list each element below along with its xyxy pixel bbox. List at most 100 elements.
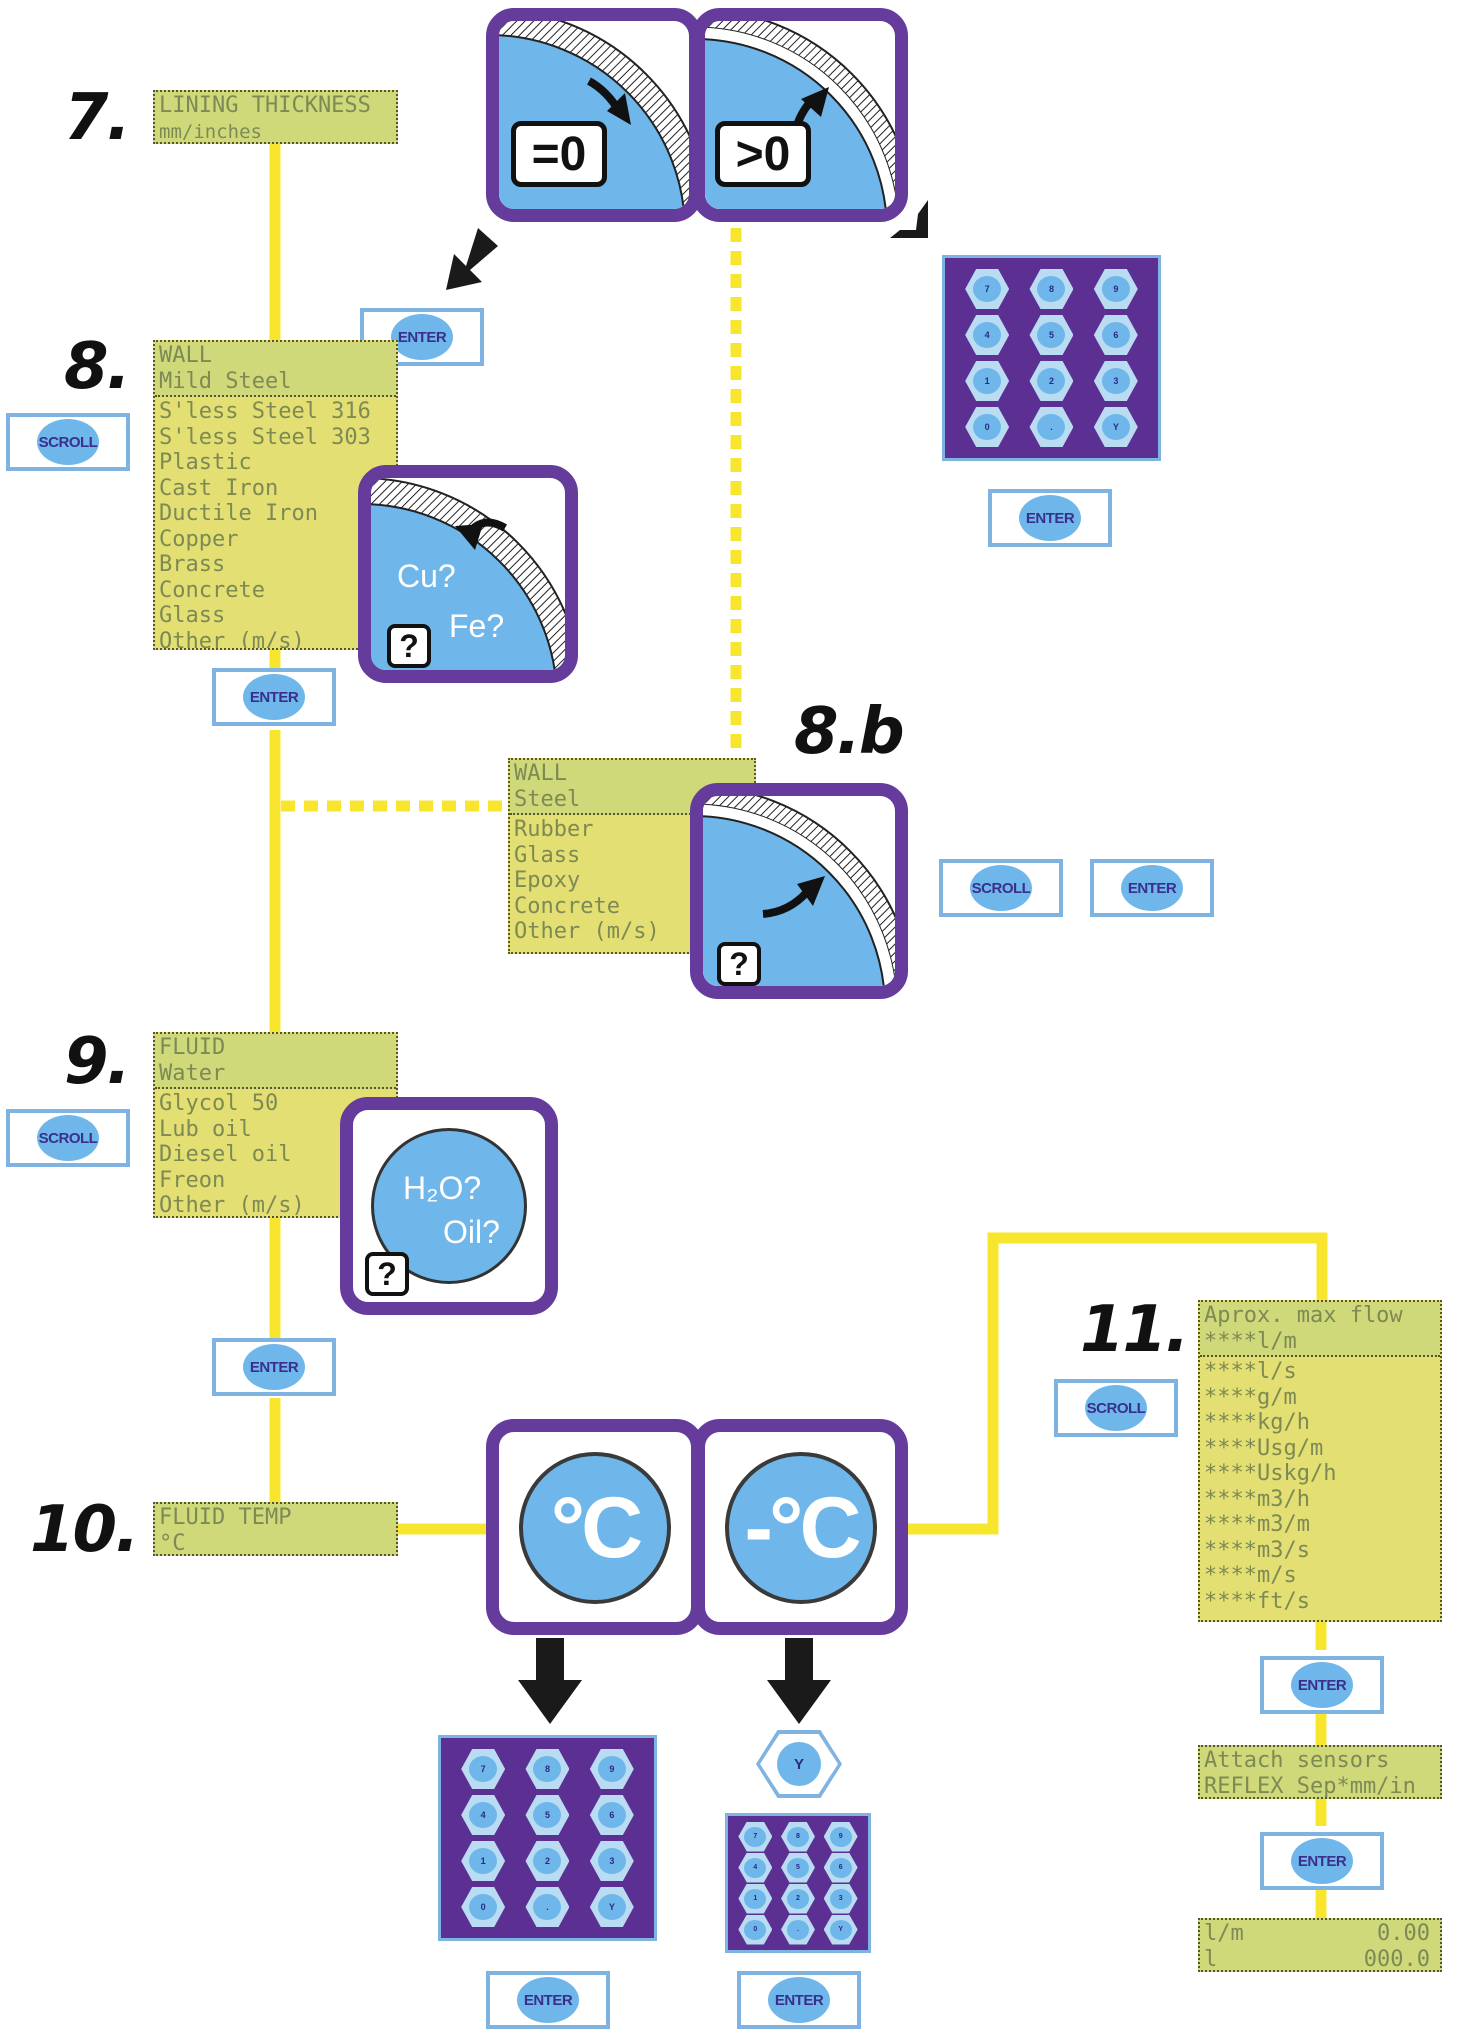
key-decimal[interactable]: . [515,1884,579,1930]
copper-hint-text: Cu? [397,558,456,594]
enter-label: ENTER [1291,1838,1353,1884]
lcd-header: FLUID Water [155,1034,396,1089]
key-1[interactable]: 1 [734,1883,777,1914]
down-arrow-negative-celsius-icon [767,1638,831,1724]
key-5[interactable]: 5 [1019,312,1083,358]
key-2[interactable]: 2 [515,1838,579,1884]
key-6[interactable]: 6 [1084,312,1148,358]
numeric-keypad-lining: 7 8 9 4 5 6 1 2 3 0 . Y [942,255,1161,461]
key-9[interactable]: 9 [819,1821,862,1852]
enter-button-wall[interactable]: ENTER [212,668,336,726]
keypad-grid: 7 8 9 4 5 6 1 2 3 0 . Y [955,266,1148,450]
enter-label: ENTER [391,314,453,360]
lcd-options: ****l/s ****g/m ****kg/h ****Usg/m ****U… [1200,1357,1440,1616]
enter-button-max-flow[interactable]: ENTER [1260,1656,1384,1714]
flow-rate-value: 0.00 [1377,1921,1430,1946]
enter-button-fluid[interactable]: ENTER [212,1338,336,1396]
help-icon: ? [365,1252,409,1296]
key-3[interactable]: 3 [819,1883,862,1914]
key-9[interactable]: 9 [1084,266,1148,312]
key-5[interactable]: 5 [777,1852,820,1883]
enter-button-negative-celsius[interactable]: ENTER [737,1971,861,2029]
lcd-header: Aprox. max flow ****l/m [1200,1302,1440,1357]
key-3[interactable]: 3 [1084,358,1148,404]
key-8[interactable]: 8 [777,1821,820,1852]
lcd-option: Glycol 50 [159,1091,279,1116]
scroll-button-wall[interactable]: SCROLL [6,413,130,471]
key-4[interactable]: 4 [955,312,1019,358]
lcd-option: Cast Iron [159,475,279,501]
scroll-label: SCROLL [37,1115,99,1161]
lcd-line: °C_ [159,1531,392,1555]
lcd-option: ****ft/s [1204,1588,1310,1614]
key-yes[interactable]: Y [1084,404,1148,450]
positive-value-label: >0 [715,121,811,187]
key-8[interactable]: 8 [1019,266,1083,312]
lcd-text: mm/inches [159,120,262,143]
key-yes[interactable]: Y [819,1914,862,1945]
attach-sensors-display: Attach sensors REFLEX Sep*mm/in [1198,1745,1442,1799]
key-4[interactable]: 4 [451,1792,515,1838]
key-6[interactable]: 6 [819,1852,862,1883]
lcd-line: LINING THICKNESS [159,93,371,118]
arrow-to-enter-icon [446,228,498,290]
volume-value: 000.0 [1363,1946,1430,1972]
lcd-options: Rubber Glass Epoxy Concrete Other (m/s) [510,815,754,947]
key-0[interactable]: 0 [451,1884,515,1930]
scroll-button-lining-material[interactable]: SCROLL [939,859,1063,917]
lcd-option: ****m3/s [1204,1537,1310,1563]
enter-button-lining-keypad[interactable]: ENTER [988,489,1112,547]
lining-zero-option[interactable]: =0 [486,8,702,222]
keypad-grid: 7 8 9 4 5 6 1 2 3 0 . Y [451,1746,644,1930]
lining-positive-option[interactable]: >0 [692,8,908,222]
key-9[interactable]: 9 [580,1746,644,1792]
key-2[interactable]: 2 [1019,358,1083,404]
wall-material-display: WALL Mild Steel S'less Steel 316 S'less … [153,340,398,650]
lcd-option: ****l/s [1204,1359,1297,1384]
key-7[interactable]: 7 [451,1746,515,1792]
lcd-cursor: _ [372,118,386,144]
key-3[interactable]: 3 [580,1838,644,1884]
lining-material-hint: ? [690,783,908,999]
key-decimal[interactable]: . [777,1914,820,1945]
key-6[interactable]: 6 [580,1792,644,1838]
key-5[interactable]: 5 [515,1792,579,1838]
lcd-option: Other (m/s) [159,1193,305,1218]
key-7[interactable]: 7 [734,1821,777,1852]
lcd-option: ****m3/m [1204,1512,1310,1537]
key-8[interactable]: 8 [515,1746,579,1792]
key-0[interactable]: 0 [955,404,1019,450]
negative-temp-option[interactable]: -°C [692,1419,908,1635]
enter-button-lining-material[interactable]: ENTER [1090,859,1214,917]
enter-label: ENTER [768,1977,830,2023]
help-icon: ? [387,624,431,668]
key-0[interactable]: 0 [734,1914,777,1945]
down-arrow-celsius-icon [518,1638,582,1724]
lcd-option: ****m/s [1204,1563,1297,1588]
key-1[interactable]: 1 [451,1838,515,1884]
key-1[interactable]: 1 [955,358,1019,404]
lcd-line: Mild Steel [159,368,292,394]
yes-key[interactable]: Y [756,1730,842,1798]
key-7[interactable]: 7 [955,266,1019,312]
lcd-option: Plastic [159,450,252,475]
key-4[interactable]: 4 [734,1852,777,1883]
key-2[interactable]: 2 [777,1883,820,1914]
step-number-11: 11. [1080,1293,1189,1367]
key-decimal[interactable]: . [1019,404,1083,450]
positive-temp-option[interactable]: °C [486,1419,704,1635]
enter-button-celsius[interactable]: ENTER [486,1971,610,2029]
key-yes[interactable]: Y [580,1884,644,1930]
fluid-hint: H₂O? Oil? ? [340,1097,558,1315]
lcd-option: ****Uskg/h [1204,1461,1337,1486]
scroll-button-fluid[interactable]: SCROLL [6,1109,130,1167]
scroll-button-max-flow[interactable]: SCROLL [1054,1379,1178,1437]
enter-button-attach[interactable]: ENTER [1260,1832,1384,1890]
lcd-option: ****m3/h [1204,1486,1310,1512]
scroll-label: SCROLL [970,865,1032,911]
enter-label: ENTER [1019,495,1081,541]
